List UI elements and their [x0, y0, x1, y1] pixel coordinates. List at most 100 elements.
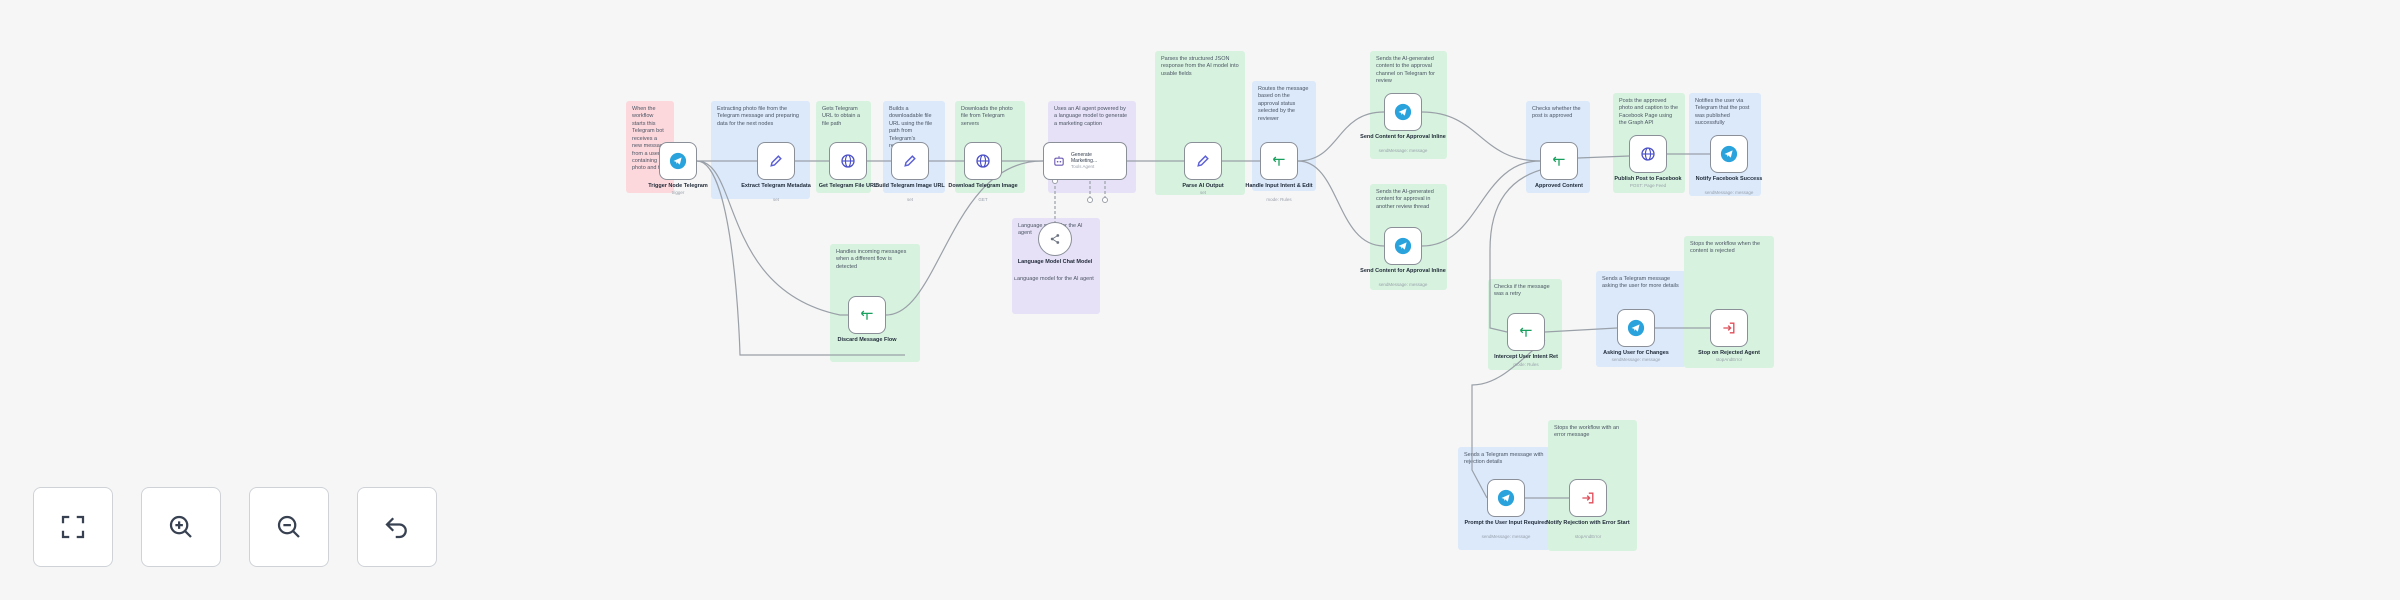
connection-line [1297, 160, 1385, 247]
pencil-icon [904, 155, 916, 167]
node-notify-facebook[interactable] [1710, 135, 1748, 173]
node-intercept-intent[interactable] [1507, 313, 1545, 351]
node-subtitle: POST: Page Feed [1629, 183, 1667, 188]
fit-view-button[interactable] [33, 487, 113, 567]
node-title: Parse AI Output [1182, 183, 1224, 189]
undo-button[interactable] [357, 487, 437, 567]
connection-handle [1102, 197, 1108, 203]
share-icon [1050, 234, 1060, 244]
connection-line [1544, 327, 1618, 333]
node-title: Send Content for Approval Inline [1360, 268, 1446, 274]
node-language-model[interactable] [1038, 222, 1072, 256]
node-send-approval-2[interactable] [1384, 227, 1422, 265]
switch-icon [1272, 156, 1285, 166]
node-subtitle: sendMessage: message [1611, 357, 1661, 362]
node-subtitle: set [906, 197, 913, 202]
node-title: Stop on Rejected Agent [1698, 350, 1760, 356]
node-subtitle: mode: Rules [1266, 197, 1292, 202]
node-ai-agent[interactable]: Generate Marketing... Tools Agent [1043, 142, 1127, 180]
node-title: Language Model Chat Model [1017, 259, 1093, 265]
switch-icon [1519, 327, 1532, 337]
zoom-out-icon [277, 515, 300, 538]
connection-line [1577, 155, 1630, 159]
zoom-out-button[interactable] [249, 487, 329, 567]
connection-line [885, 160, 1044, 316]
connection-line [696, 160, 848, 316]
telegram-icon [669, 152, 687, 170]
node-title: Approved Content [1535, 183, 1583, 189]
telegram-icon [1497, 489, 1515, 507]
exit-icon [1723, 322, 1735, 334]
robot-icon [1054, 156, 1064, 166]
node-subtitle: set [1199, 190, 1206, 195]
node-title: Discard Message Flow [837, 337, 897, 343]
connection-line [1421, 111, 1541, 162]
telegram-icon [1394, 103, 1412, 121]
node-title: Asking User for Changes [1603, 350, 1669, 356]
node-discard-flow[interactable] [848, 296, 886, 334]
node-subtitle: sendMessage: message [1481, 534, 1531, 539]
node-subtitle: trigger [671, 190, 685, 195]
node-title: Send Content for Approval Inline [1360, 134, 1446, 140]
node-get-file-url[interactable] [829, 142, 867, 180]
node-title: Prompt the User Input Required [1464, 520, 1548, 526]
connection-line [696, 160, 905, 356]
globe-icon [1641, 147, 1655, 161]
node-subtitle: sendMessage: message [1704, 190, 1754, 195]
connection-handle [1087, 197, 1093, 203]
node-subtitle: sendMessage: message [1378, 282, 1428, 287]
node-approved-content[interactable] [1540, 142, 1578, 180]
node-title: Generate Marketing... [1071, 152, 1098, 165]
node-parse-output[interactable] [1184, 142, 1222, 180]
connection-line [1421, 160, 1541, 247]
node-ask-changes[interactable] [1617, 309, 1655, 347]
switch-icon [860, 310, 873, 320]
switch-icon [1552, 156, 1565, 166]
node-title: Publish Post to Facebook [1614, 176, 1682, 182]
node-title: Handle Input Intent & Edit [1245, 183, 1313, 189]
node-subtitle: sendMessage: message [1378, 148, 1428, 153]
node-title: Notify Facebook Success [1695, 176, 1763, 182]
node-title: Notify Rejection with Error Start [1546, 520, 1630, 526]
telegram-icon [1627, 319, 1645, 337]
telegram-icon [1394, 237, 1412, 255]
zoom-in-icon [169, 515, 192, 538]
connection-line [1489, 164, 1579, 333]
globe-icon [841, 154, 855, 168]
node-extract-metadata[interactable] [757, 142, 795, 180]
node-title: Extract Telegram Metadata [741, 183, 811, 189]
telegram-icon [1720, 145, 1738, 163]
sticky-note[interactable]: Sends the AI-generated content to the ap… [1370, 51, 1447, 159]
node-subtitle: set [772, 197, 779, 202]
node-subtitle: mode: Rules [1513, 362, 1539, 367]
connection-line [1297, 111, 1385, 162]
node-trigger-telegram[interactable] [659, 142, 697, 180]
node-title: Build Telegram Image URL [875, 183, 945, 189]
pencil-icon [770, 155, 782, 167]
node-subtitle: GET [978, 197, 988, 202]
node-title: Intercept User Intent Ret [1494, 354, 1558, 360]
node-prompt-user[interactable] [1487, 479, 1525, 517]
node-title: Get Telegram File URL [818, 183, 878, 189]
exit-icon [1582, 492, 1594, 504]
node-send-approval-1[interactable] [1384, 93, 1422, 131]
fit-view-icon [61, 515, 85, 539]
node-build-image-url[interactable] [891, 142, 929, 180]
node-subtitle: Tools Agent [1071, 164, 1095, 170]
node-title: Download Telegram Image [948, 183, 1018, 189]
node-route-intent[interactable] [1260, 142, 1298, 180]
globe-icon [976, 154, 990, 168]
pencil-icon [1197, 155, 1209, 167]
undo-icon [385, 517, 407, 539]
node-stop-error[interactable] [1569, 479, 1607, 517]
node-download-image[interactable] [964, 142, 1002, 180]
node-title: Trigger Node Telegram [648, 183, 708, 189]
zoom-in-button[interactable] [141, 487, 221, 567]
node-subtitle: stopAndError [1574, 534, 1602, 539]
node-publish-facebook[interactable] [1629, 135, 1667, 173]
node-subtitle: stopAndError [1715, 357, 1743, 362]
node-stop-rejected[interactable] [1710, 309, 1748, 347]
sticky-note-text: Language model for the AI agent [1014, 276, 1094, 282]
